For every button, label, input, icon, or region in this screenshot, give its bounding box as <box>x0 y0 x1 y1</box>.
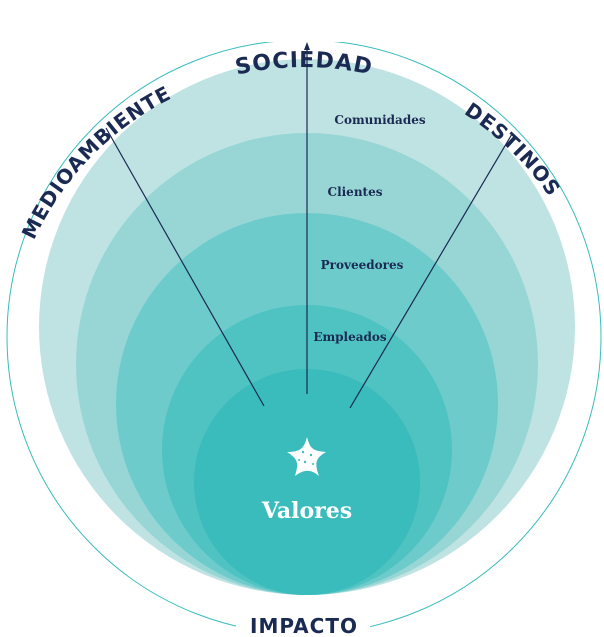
starfish-icon <box>287 437 326 476</box>
ring-label-empleados: Empleados <box>313 330 387 344</box>
ring-label-comunidades: Comunidades <box>334 113 425 127</box>
ring-label-proveedores: Proveedores <box>321 258 404 272</box>
ring-label-clientes: Clientes <box>328 185 383 199</box>
arrow-head-sociedad <box>304 42 310 50</box>
core-label-valores: Valores <box>261 498 352 524</box>
line-medioambiente <box>105 127 265 407</box>
line-destinos <box>349 133 513 409</box>
outer-label-impacto: IMPACTO <box>250 614 358 637</box>
core-circle <box>194 369 420 595</box>
